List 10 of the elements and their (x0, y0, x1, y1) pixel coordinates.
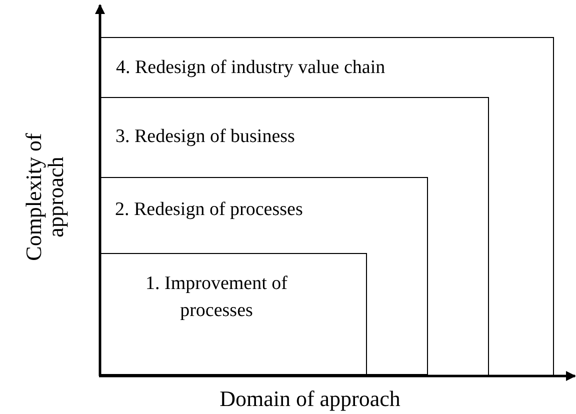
level-label: 4. Redesign of industry value chain (116, 56, 386, 80)
axis-label: Complexity of approach (23, 132, 67, 263)
level-label: 2. Redesign of processes (115, 198, 304, 222)
axis-label: Domain of approach (218, 386, 402, 412)
level-box (100, 96, 488, 376)
level-box (100, 37, 554, 376)
level-box (99, 177, 428, 375)
level-label: 3. Redesign of business (116, 124, 296, 148)
level-label: 1. Improvement of processes (144, 272, 288, 322)
level-box (98, 252, 366, 374)
